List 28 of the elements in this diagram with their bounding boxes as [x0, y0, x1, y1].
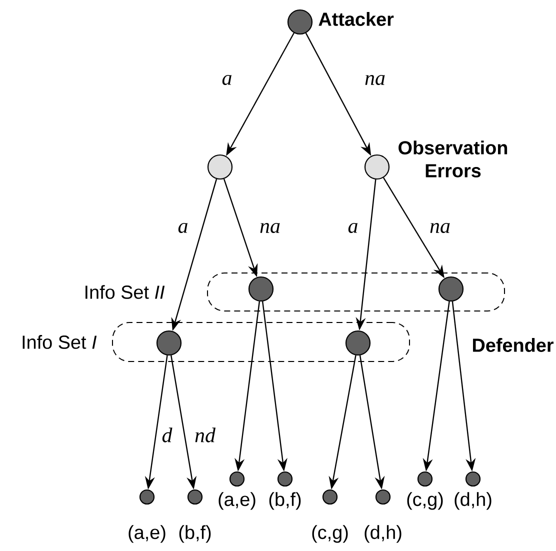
node-label: (a,e) [128, 525, 166, 543]
game-node [207, 154, 233, 180]
edge-label: a [222, 74, 232, 86]
edge-label: na [365, 74, 385, 86]
info-set-region: Info Set II [86, 272, 505, 312]
node-label: (c,g) [407, 492, 443, 510]
role-label: Defender [473, 338, 554, 352]
node-label: Observation Errors [398, 140, 508, 178]
node-label: (d,h) [364, 525, 402, 543]
node-label: Info Set II [86, 285, 165, 299]
node-label: (a,e) [218, 492, 256, 510]
edge-label: a [348, 222, 358, 234]
edge-label: na [430, 222, 450, 234]
node-label: Info Set I [22, 335, 97, 349]
edge-label: nd [195, 428, 216, 442]
edge-label: a [178, 222, 188, 234]
game-node [248, 276, 274, 302]
node-label: (b,f) [179, 525, 211, 543]
node-label: Attacker [318, 12, 394, 26]
node-label: (d,h) [454, 492, 492, 510]
node-label: (b,f) [269, 492, 301, 510]
edge-label: na [260, 222, 280, 234]
game-node [438, 276, 464, 302]
info-set-region: Info Set I [22, 322, 410, 362]
node-label: (c,g) [312, 525, 348, 543]
game-node [156, 330, 182, 356]
game-node [345, 330, 371, 356]
edge-label: d [162, 428, 172, 442]
